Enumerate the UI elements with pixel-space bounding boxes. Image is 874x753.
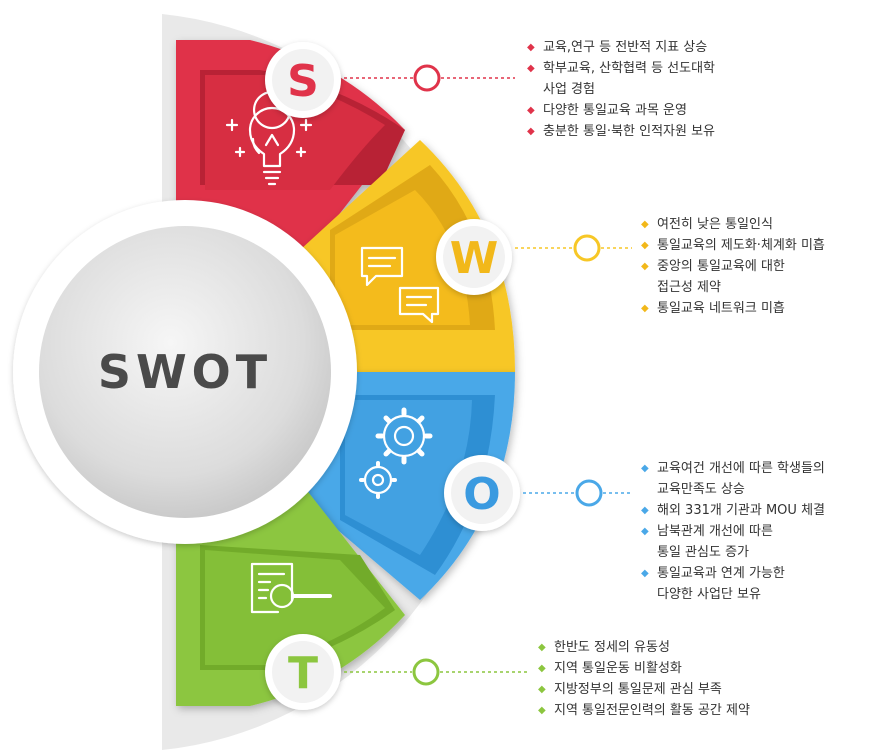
list-item: ◆중앙의 통일교육에 대한 접근성 제약 [641,256,825,298]
list-item: ◆교육여건 개선에 따른 학생들의 교육만족도 상승 [641,458,825,500]
connector-w [515,234,632,262]
badge-w: W [436,219,512,295]
list-item: ◆지역 통일전문인력의 활동 공간 제약 [538,700,750,721]
document-magnifier-icon [250,562,332,614]
diamond-bullet-icon: ◆ [538,684,546,695]
letter-o: O [463,469,500,520]
list-item: ◆통일교육 네트워크 미흡 [641,298,825,319]
list-item: ◆통일교육의 제도화·체계화 미흡 [641,235,825,256]
list-item: ◆여전히 낮은 통일인식 [641,214,825,235]
diamond-bullet-icon: ◆ [641,219,649,230]
list-item: ◆다양한 통일교육 과목 운영 [527,100,715,121]
opportunities-list: ◆교육여건 개선에 따른 학생들의 교육만족도 상승 ◆해외 331개 기관과 … [641,458,825,605]
segment-t [176,488,405,706]
list-item: ◆지역 통일운동 비활성화 [538,658,750,679]
diamond-bullet-icon: ◆ [641,303,649,314]
diamond-bullet-icon: ◆ [641,261,649,272]
diamond-bullet-icon: ◆ [527,105,535,116]
strengths-list: ◆교육,연구 등 전반적 지표 상승 ◆학부교육, 산학협력 등 선도대학 사업… [527,37,715,142]
diamond-bullet-icon: ◆ [641,568,649,579]
badge-s: S [265,42,341,118]
connector-o [523,479,632,507]
badge-t: T [265,634,341,710]
connector-t [344,658,527,686]
letter-s: S [287,56,319,107]
list-item: ◆학부교육, 산학협력 등 선도대학 사업 경험 [527,58,715,100]
diamond-bullet-icon: ◆ [641,240,649,251]
center-label: SWOT [98,345,272,399]
threats-list: ◆한반도 정세의 유동성 ◆지역 통일운동 비활성화 ◆지방정부의 통일문제 관… [538,637,750,721]
diamond-bullet-icon: ◆ [641,526,649,537]
letter-w: W [450,233,499,284]
list-item: ◆통일교육과 연계 가능한 다양한 사업단 보유 [641,563,825,605]
diamond-bullet-icon: ◆ [641,505,649,516]
segment-o [292,372,515,600]
weaknesses-list: ◆여전히 낮은 통일인식 ◆통일교육의 제도화·체계화 미흡 ◆중앙의 통일교육… [641,214,825,319]
connector-s [344,64,515,92]
diamond-bullet-icon: ◆ [527,63,535,74]
diamond-bullet-icon: ◆ [538,642,546,653]
list-item: ◆교육,연구 등 전반적 지표 상승 [527,37,715,58]
hub-disc [39,226,331,518]
list-item: ◆한반도 정세의 유동성 [538,637,750,658]
letter-t: T [288,648,318,699]
diamond-bullet-icon: ◆ [538,705,546,716]
chat-bubbles-icon [360,246,440,324]
diamond-bullet-icon: ◆ [641,463,649,474]
list-item: ◆해외 331개 기관과 MOU 체결 [641,500,825,521]
badge-o: O [444,455,520,531]
diamond-bullet-icon: ◆ [527,126,535,137]
list-item: ◆충분한 통일·북한 인적자원 보유 [527,121,715,142]
diamond-bullet-icon: ◆ [538,663,546,674]
list-item: ◆지방정부의 통일문제 관심 부족 [538,679,750,700]
list-item: ◆남북관계 개선에 따른 통일 관심도 증가 [641,521,825,563]
diamond-bullet-icon: ◆ [527,42,535,53]
gears-icon [359,407,433,499]
